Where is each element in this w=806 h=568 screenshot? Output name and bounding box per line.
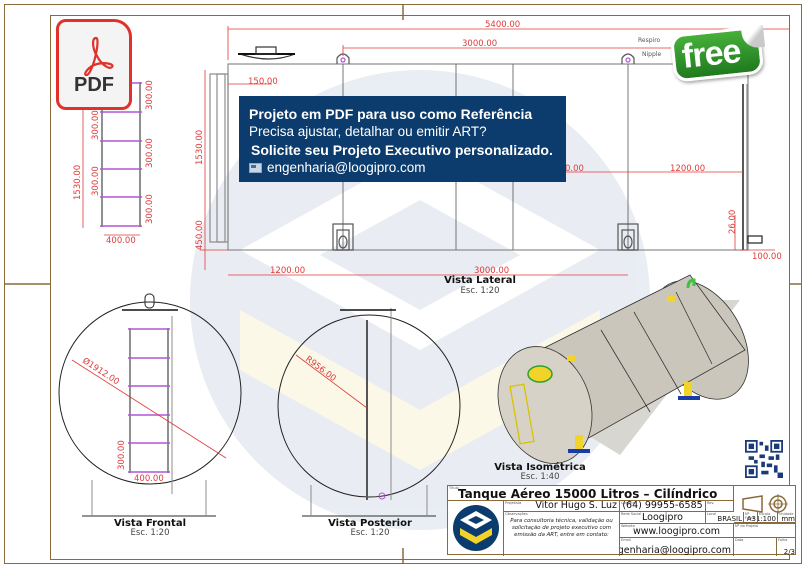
website-link[interactable]: www.loogipro.com: [632, 526, 721, 537]
view-scale-posterior: Esc. 1:20: [350, 528, 390, 538]
dim-frontal-rung: 300.00: [117, 440, 127, 470]
contact-phone[interactable]: (64) 99955-6585: [622, 501, 703, 511]
tb-unit-caption: Unidade: [779, 512, 794, 516]
tb-unit-cell: Unidade mm: [778, 512, 796, 524]
promo-question: Precisa ajustar, detalhar ou emitir ART?: [249, 124, 487, 139]
view-scale-frontal: Esc. 1:20: [130, 528, 170, 538]
drawing-unit: mm: [781, 515, 795, 523]
tb-drawing-no-cell: Nº do Projeto: [734, 524, 796, 538]
view-scale-isometric: Esc. 1:40: [520, 472, 560, 482]
dim-right-partial: 0.00: [565, 164, 584, 174]
tb-country-cell: Local BRASIL: [706, 512, 744, 524]
view-title-isometric: Vista Isométrica: [494, 462, 586, 473]
dim-drain-height: 26.00: [728, 210, 738, 234]
posterior-view: [277, 308, 461, 517]
inner-frame: [50, 15, 790, 560]
tb-company-caption: Rede Social: [621, 512, 642, 516]
dim-end-to-support-left: 1200.00: [270, 266, 305, 276]
tb-rev-caption: Rev.: [707, 501, 715, 505]
tb-projection-cell: [734, 486, 796, 523]
dim-frontal-width: 400.00: [134, 474, 164, 484]
lateral-view: [209, 46, 763, 251]
tb-paper-cell: Nº Folha A3: [744, 512, 758, 524]
dim-ladder-rung-5: 300.00: [145, 194, 155, 224]
pdf-label: PDF: [74, 74, 114, 96]
dim-ladder-rung-3: 300.00: [145, 138, 155, 168]
promo-email-row[interactable]: engenharia@loogipro.com: [249, 159, 556, 177]
tb-logo-cell: [448, 501, 504, 556]
tb-date-cell: Data: [734, 538, 777, 556]
tb-paper-caption: Nº Folha: [745, 512, 755, 520]
dim-nozzle-offset: 150.00: [248, 77, 278, 87]
dim-support-spacing: 3000.00: [462, 39, 497, 49]
loogipro-logo: [453, 505, 499, 551]
isometric-view: [497, 274, 749, 464]
tb-observations-cell: Observações Para consultoria técnica, va…: [504, 512, 620, 556]
tb-rev-cell: Rev.: [706, 501, 734, 512]
observations-text: Para consultoria técnica, validação ou s…: [510, 518, 613, 538]
dim-support-spacing-bottom: 3000.00: [474, 266, 509, 276]
dim-ladder-rung-4: 300.00: [91, 166, 101, 196]
tb-email-cell: Email engenharia@loogipro.com: [620, 538, 734, 556]
tb-scale-cell: Escala 1:100: [758, 512, 778, 524]
tb-contact-caption: Contato: [621, 501, 635, 505]
frontal-view: [58, 293, 242, 517]
dim-leg-height: 450.00: [195, 220, 205, 250]
note-nipple: Nipple: [642, 51, 661, 58]
tb-designer-cell: Projetista Vitor Hugo S. Luz: [504, 501, 620, 512]
company-name: Loogipro: [642, 512, 683, 523]
ladder-dimensions: [82, 110, 140, 236]
tb-date-caption: Data: [735, 538, 744, 542]
free-label: free: [680, 32, 743, 76]
dim-frontal-diameter: Ø1912.00: [80, 355, 121, 387]
promo-banner: Projeto em PDF para uso como Referência …: [239, 96, 566, 182]
country: BRASIL: [717, 515, 742, 523]
view-title-frontal: Vista Frontal: [113, 518, 187, 529]
tb-designer-caption: Projetista: [505, 501, 522, 505]
dim-height-lateral: 1530.00: [195, 130, 205, 165]
acrobat-icon: [84, 36, 114, 77]
dim-ladder-rung-1: 300.00: [145, 80, 155, 110]
title-block: Título Tanque Aéreo 15000 Litros – Cilín…: [447, 485, 796, 556]
tb-scale-caption: Escala: [759, 512, 771, 516]
tb-title-cell: Título Tanque Aéreo 15000 Litros – Cilín…: [448, 486, 734, 501]
designer-name: Vitor Hugo S. Luz: [535, 501, 617, 511]
tb-email-caption: Email: [621, 538, 631, 542]
tb-sheet-cell: Folha 2/3: [777, 538, 796, 556]
first-angle-projection-icon: [742, 494, 788, 514]
view-title-lateral: Vista Lateral: [444, 275, 516, 286]
dim-ladder-width: 400.00: [106, 236, 136, 246]
dim-drain-offset: 100.00: [752, 252, 782, 262]
tb-country-caption: Local: [707, 512, 717, 516]
dim-ladder-total-height: 1530.00: [73, 165, 83, 200]
qr-code[interactable]: [745, 440, 783, 478]
drawing-scale: 1:100: [758, 515, 776, 523]
paper-size: A3: [746, 515, 756, 523]
dim-end-to-support-right: 1200.00: [670, 164, 705, 174]
tb-contact-cell: Contato (64) 99955-6585: [620, 501, 706, 512]
drawing-title: Tanque Aéreo 15000 Litros – Cilíndrico: [458, 487, 718, 501]
tb-website-cell: Website www.loogipro.com: [620, 524, 734, 538]
promo-cta: Solicite seu Projeto Executivo personali…: [251, 142, 553, 158]
pdf-badge[interactable]: PDF: [56, 19, 132, 110]
tb-observations-caption: Observações: [505, 512, 528, 516]
promo-headline: Projeto em PDF para uso como Referência: [249, 106, 533, 122]
promo-email[interactable]: engenharia@loogipro.com: [267, 160, 426, 175]
dim-overall-length: 5400.00: [485, 20, 520, 30]
view-scale-lateral: Esc. 1:20: [460, 286, 500, 296]
tb-company-cell: Rede Social Loogipro: [620, 512, 706, 524]
dim-ladder-rung-2: 300.00: [91, 110, 101, 140]
view-title-posterior: Vista Posterior: [328, 518, 412, 529]
envelope-icon: [249, 163, 262, 173]
note-respiro: Respiro: [638, 37, 661, 44]
sheet-number: 2/3: [783, 548, 795, 556]
email-link[interactable]: engenharia@loogipro.com: [620, 545, 731, 556]
tb-title-caption: Título: [449, 486, 459, 490]
tb-drawing-no-caption: Nº do Projeto: [735, 524, 759, 528]
tb-website-caption: Website: [621, 524, 635, 528]
free-badge[interactable]: free: [669, 24, 768, 83]
tb-sheet-caption: Folha: [778, 538, 788, 542]
